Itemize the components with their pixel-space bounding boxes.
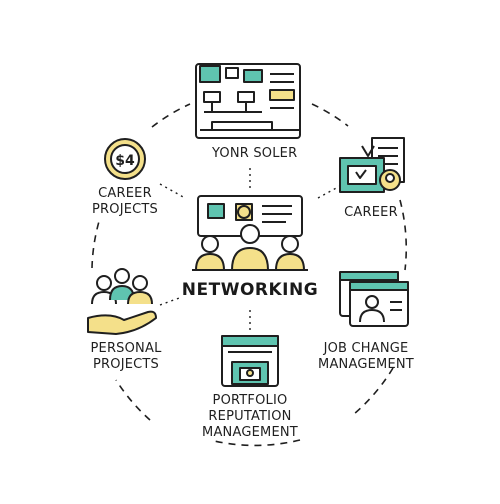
center-title: NETWORKING <box>181 280 319 300</box>
label-line: CAREER <box>98 186 152 201</box>
label-line: REPUTATION <box>208 409 292 424</box>
connector-spokes <box>159 168 341 330</box>
node-label-portfolio: PORTFOLIO REPUTATION MANAGEMENT <box>190 393 310 441</box>
ring-arc <box>311 103 349 127</box>
node-label-personal: PERSONAL PROJECTS <box>76 341 176 373</box>
career-documents-icon <box>339 137 405 193</box>
node-label-top: YONR SOLER <box>212 146 298 162</box>
ring-arc <box>115 379 151 421</box>
ring-arc <box>209 439 301 447</box>
team-meeting-presentation-icon <box>192 195 308 271</box>
label-line: JOB CHANGE <box>323 341 409 356</box>
money-coin-icon: $4 <box>104 138 146 180</box>
label-line: MANAGEMENT <box>318 357 414 372</box>
ring-arc <box>151 103 191 128</box>
node-label-career: CAREER <box>336 205 406 221</box>
label-line: PORTFOLIO <box>212 393 288 408</box>
label-line: CAREER <box>344 205 398 220</box>
spoke-right <box>317 185 341 199</box>
connector-ring <box>91 103 408 447</box>
label-line: YONR SOLER <box>212 146 298 161</box>
spoke-lower-left <box>159 296 183 306</box>
node-label-job-change: JOB CHANGE MANAGEMENT <box>308 341 424 373</box>
label-line: MANAGEMENT <box>202 425 298 440</box>
coin-text: $4 <box>115 153 135 169</box>
people-hand-support-icon <box>87 268 157 335</box>
office-desk-chat-icon <box>195 63 301 139</box>
ring-arc <box>399 199 408 271</box>
label-line: PROJECTS <box>92 357 160 372</box>
ring-arc <box>353 367 394 415</box>
node-label-career-projects: CAREER PROJECTS <box>80 186 170 218</box>
portfolio-certificate-icon <box>221 335 279 387</box>
label-line: PROJECTS <box>91 202 159 217</box>
label-line: PERSONAL <box>90 341 162 356</box>
computer-user-profile-icon <box>339 271 409 327</box>
ring-arc <box>91 217 101 269</box>
